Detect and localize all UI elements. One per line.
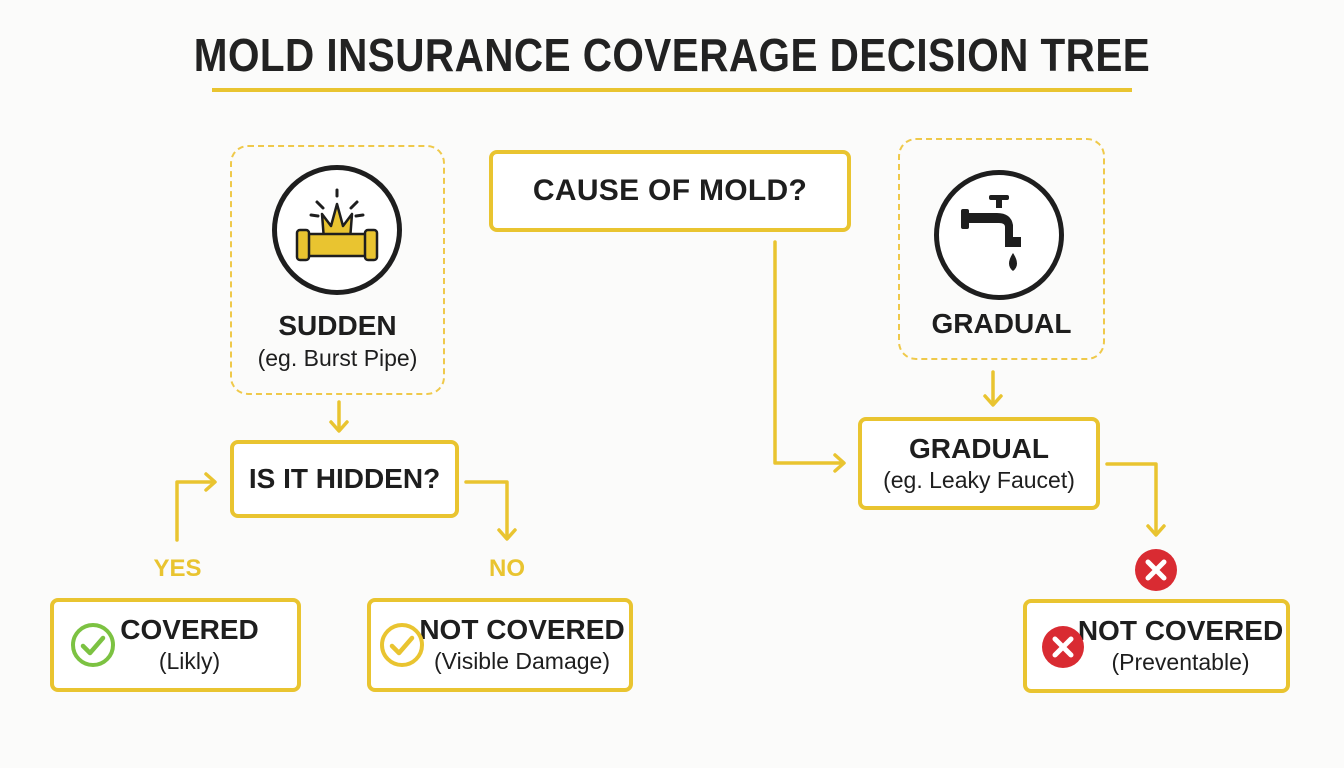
yellow-check-icon [380,623,424,667]
outcome-not-covered-visible-subtitle: (Visible Damage) [434,648,610,674]
title-underline [212,88,1132,92]
outcome-not-covered-visible-title: NOT COVERED [419,614,625,645]
hidden-question-label: IS IT HIDDEN? [248,463,441,494]
outcome-covered-title: COVERED [120,614,259,645]
root-question-box: CAUSE OF MOLD? [489,150,851,232]
sudden-card [230,145,445,395]
leaky-faucet-icon-circle [934,170,1064,300]
outcome-covered-box: COVERED (Likly) [50,598,301,692]
outcome-not-covered-preventable-subtitle: (Preventable) [1111,649,1250,675]
root-question-label: CAUSE OF MOLD? [532,174,808,207]
no-label: NO [489,555,525,582]
burst-pipe-icon [295,188,379,262]
gradual-card [898,138,1105,360]
gradual-box: GRADUAL (eg. Leaky Faucet) [858,417,1100,510]
gradual-box-subtitle: (eg. Leaky Faucet) [883,466,1075,493]
outcome-not-covered-preventable-title: NOT COVERED [1077,615,1284,646]
sudden-title: SUDDEN [278,310,397,341]
green-check-icon [71,623,115,667]
page-title: MOLD INSURANCE COVERAGE DECISION TREE [193,29,1151,81]
hidden-question-box: IS IT HIDDEN? [230,440,459,518]
outcome-not-covered-preventable-box: NOT COVERED (Preventable) [1023,599,1290,693]
outcome-covered-subtitle: (Likly) [158,648,221,674]
outcome-not-covered-visible-box: NOT COVERED (Visible Damage) [367,598,633,692]
burst-pipe-icon-circle [272,165,402,295]
gradual-card-title: GRADUAL [931,308,1072,339]
red-x-icon [1135,549,1177,591]
gradual-box-title: GRADUAL [909,432,1049,464]
sudden-subtitle: (eg. Burst Pipe) [257,345,418,371]
yes-label: YES [153,555,202,582]
red-x-icon-small [1042,626,1084,668]
leaky-faucet-icon [961,195,1021,271]
